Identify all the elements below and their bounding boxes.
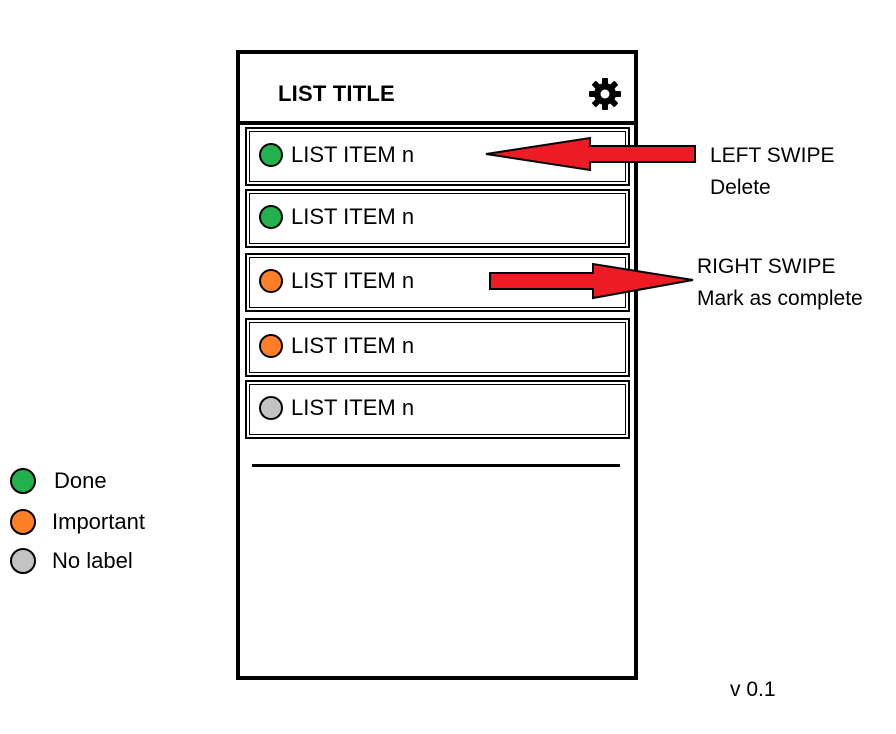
app-header: LIST TITLE bbox=[240, 54, 634, 125]
list-item-label: LIST ITEM n bbox=[291, 268, 415, 293]
status-dot bbox=[259, 396, 283, 420]
phone-frame: LIST TITLE LIST ITEM n LIST ITEM n bbox=[236, 50, 638, 680]
list-item-label: LIST ITEM n bbox=[291, 142, 415, 167]
legend-item-done: Done bbox=[10, 466, 107, 496]
legend-dot bbox=[10, 509, 36, 535]
legend-dot bbox=[10, 468, 36, 494]
list-item[interactable]: LIST ITEM n bbox=[245, 253, 630, 312]
status-dot bbox=[259, 334, 283, 358]
list-item-label: LIST ITEM n bbox=[291, 333, 415, 358]
list-title: LIST TITLE bbox=[278, 81, 395, 106]
right-swipe-annotation: RIGHT SWIPE Mark as complete bbox=[697, 251, 863, 315]
legend-label: Done bbox=[54, 468, 107, 493]
legend-dot bbox=[10, 548, 36, 574]
list-item[interactable]: LIST ITEM n bbox=[245, 189, 630, 248]
gear-icon[interactable] bbox=[586, 75, 624, 113]
legend-label: Important bbox=[52, 509, 145, 534]
legend-item-important: Important bbox=[10, 507, 145, 537]
right-swipe-action: Mark as complete bbox=[697, 287, 863, 310]
status-dot bbox=[259, 143, 283, 167]
status-dot bbox=[259, 269, 283, 293]
list-divider bbox=[252, 464, 620, 467]
status-dot bbox=[259, 205, 283, 229]
version-label: v 0.1 bbox=[730, 678, 776, 701]
right-swipe-title: RIGHT SWIPE bbox=[697, 255, 836, 278]
list-item-label: LIST ITEM n bbox=[291, 395, 415, 420]
list-item[interactable]: LIST ITEM n bbox=[245, 127, 630, 186]
left-swipe-action: Delete bbox=[710, 176, 771, 199]
legend-label: No label bbox=[52, 548, 133, 573]
left-swipe-title: LEFT SWIPE bbox=[710, 144, 835, 167]
legend-item-no-label: No label bbox=[10, 546, 133, 576]
list-item[interactable]: LIST ITEM n bbox=[245, 380, 630, 439]
list-item[interactable]: LIST ITEM n bbox=[245, 318, 630, 377]
left-swipe-annotation: LEFT SWIPE Delete bbox=[710, 140, 834, 204]
list-item-label: LIST ITEM n bbox=[291, 204, 415, 229]
